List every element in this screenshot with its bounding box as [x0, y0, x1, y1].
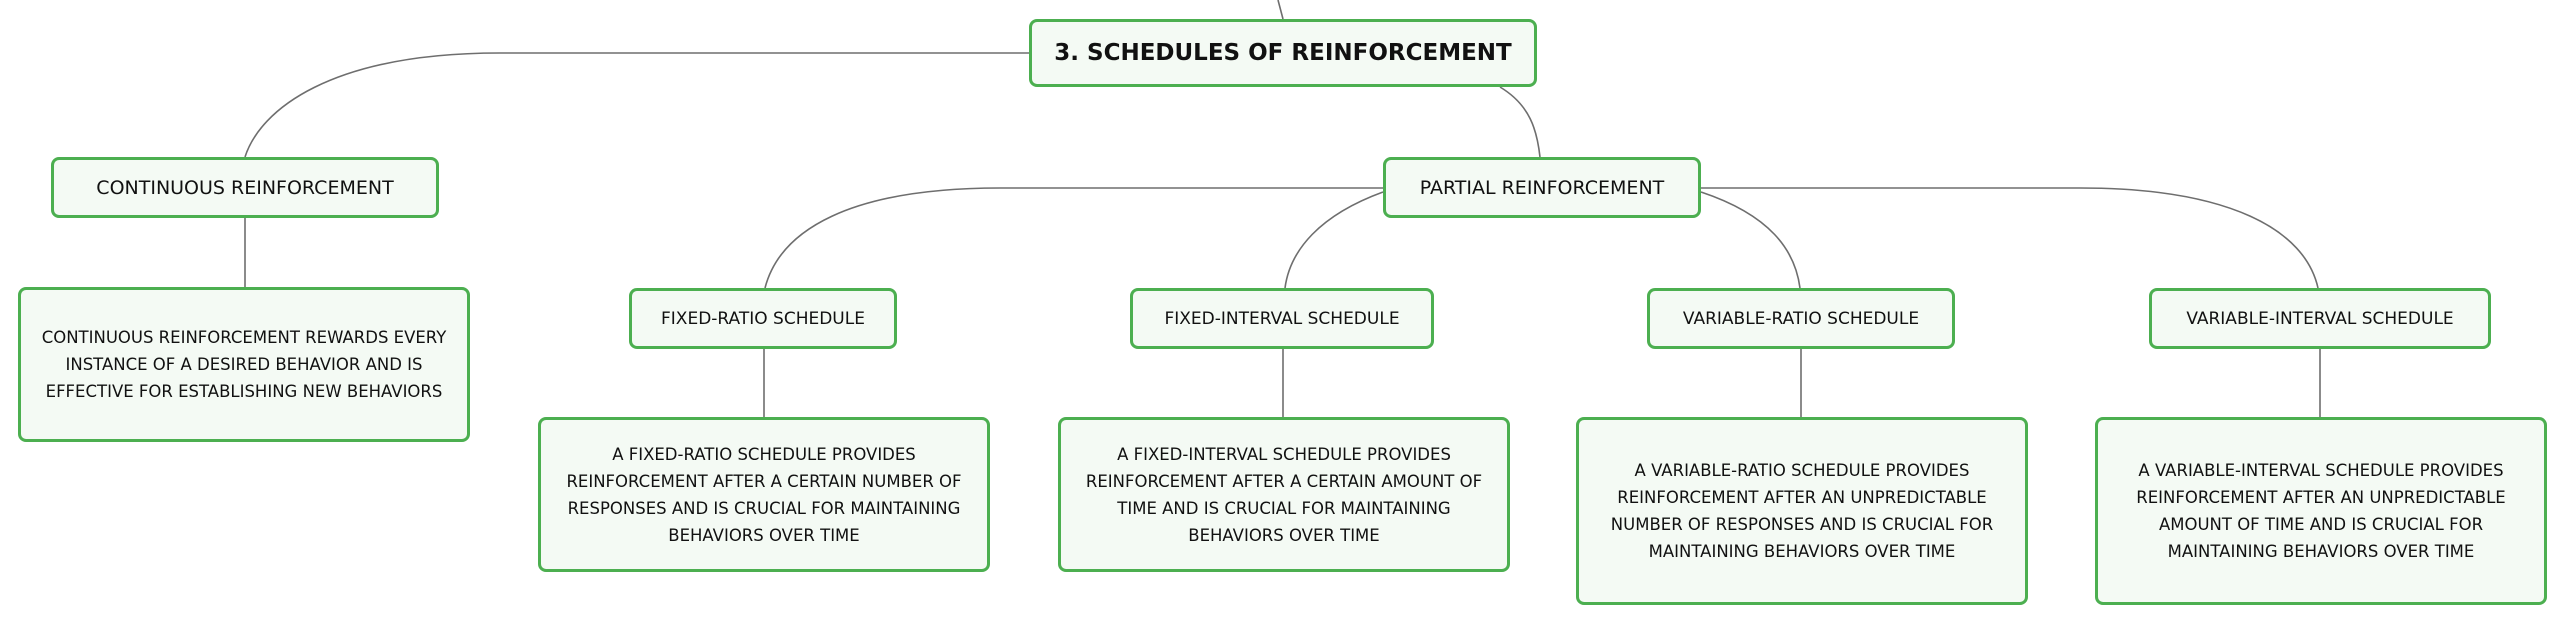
connector-root-to-continuous	[244, 52, 1029, 158]
variable-ratio-schedule-node[interactable]: VARIABLE-RATIO SCHEDULE	[1647, 288, 1955, 349]
variable-interval-description: A VARIABLE-INTERVAL SCHEDULE PROVIDES RE…	[2136, 461, 2506, 561]
partial-reinforcement-node[interactable]: PARTIAL REINFORCEMENT	[1383, 157, 1701, 218]
continuous-reinforcement-label: CONTINUOUS REINFORCEMENT	[96, 176, 394, 199]
fixed-ratio-schedule-label: FIXED-RATIO SCHEDULE	[661, 308, 865, 329]
continuous-reinforcement-description-node[interactable]: CONTINUOUS REINFORCEMENT REWARDS EVERY I…	[18, 287, 470, 442]
connector-partial-to-fixed-ratio	[764, 187, 1383, 289]
fixed-interval-description-node[interactable]: A FIXED-INTERVAL SCHEDULE PROVIDES REINF…	[1058, 417, 1510, 572]
fixed-ratio-description: A FIXED-RATIO SCHEDULE PROVIDES REINFORC…	[566, 444, 962, 545]
fixed-interval-schedule-node[interactable]: FIXED-INTERVAL SCHEDULE	[1130, 288, 1434, 349]
continuous-reinforcement-node[interactable]: CONTINUOUS REINFORCEMENT	[51, 157, 439, 218]
connector-partial-to-fixed-interval	[1284, 191, 1384, 289]
connector-root-to-partial	[1499, 86, 1541, 158]
root-node[interactable]: 3. SCHEDULES OF REINFORCEMENT	[1029, 19, 1537, 87]
variable-ratio-description: A VARIABLE-RATIO SCHEDULE PROVIDES REINF…	[1610, 461, 1994, 561]
fixed-ratio-schedule-node[interactable]: FIXED-RATIO SCHEDULE	[629, 288, 897, 349]
partial-reinforcement-label: PARTIAL REINFORCEMENT	[1419, 176, 1665, 199]
fixed-interval-description: A FIXED-INTERVAL SCHEDULE PROVIDES REINF…	[1085, 444, 1483, 545]
connector-root-parent-stub	[1277, 0, 1284, 20]
variable-ratio-description-node[interactable]: A VARIABLE-RATIO SCHEDULE PROVIDES REINF…	[1576, 417, 2028, 605]
root-node-label: 3. SCHEDULES OF REINFORCEMENT	[1054, 40, 1512, 66]
variable-interval-schedule-label: VARIABLE-INTERVAL SCHEDULE	[2186, 308, 2454, 329]
fixed-ratio-description-node[interactable]: A FIXED-RATIO SCHEDULE PROVIDES REINFORC…	[538, 417, 990, 572]
connector-partial-to-variable-interval	[1701, 187, 2319, 289]
variable-interval-schedule-node[interactable]: VARIABLE-INTERVAL SCHEDULE	[2149, 288, 2491, 349]
fixed-interval-schedule-label: FIXED-INTERVAL SCHEDULE	[1164, 308, 1400, 329]
variable-ratio-schedule-label: VARIABLE-RATIO SCHEDULE	[1682, 308, 1920, 329]
continuous-reinforcement-description: CONTINUOUS REINFORCEMENT REWARDS EVERY I…	[41, 328, 447, 401]
connector-partial-to-variable-ratio	[1700, 191, 1801, 289]
variable-interval-description-node[interactable]: A VARIABLE-INTERVAL SCHEDULE PROVIDES RE…	[2095, 417, 2547, 605]
